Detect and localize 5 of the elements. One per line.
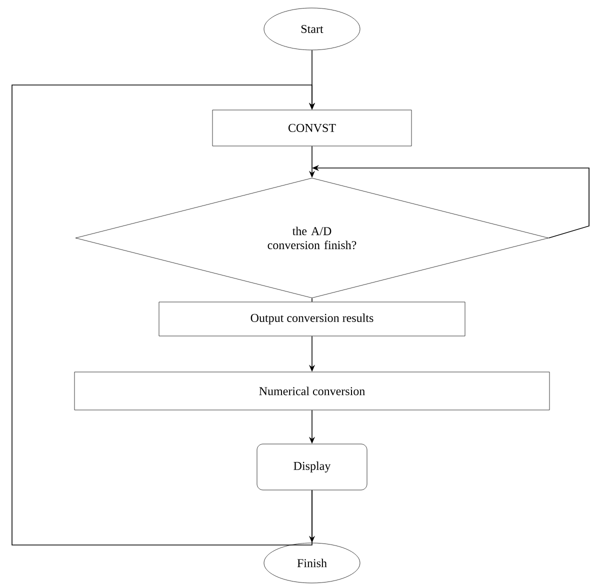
- process-box: Numerical conversion: [74, 372, 550, 410]
- display-box: Display: [256, 444, 368, 490]
- arrow: [12, 84, 316, 546]
- process-box: CONVST: [212, 110, 412, 146]
- process-box: Output conversion results: [158, 302, 466, 336]
